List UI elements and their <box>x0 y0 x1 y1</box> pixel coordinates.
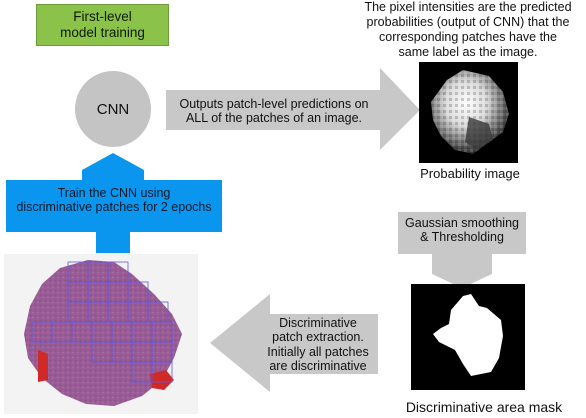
extraction-arrow <box>210 294 378 392</box>
cnn-node: CNN <box>75 71 151 147</box>
predict-line-2: ALL of the patches of an image. <box>185 111 363 126</box>
title-line-1: First-level <box>73 8 132 24</box>
mask-image <box>411 284 525 390</box>
train-arrow <box>6 153 222 253</box>
pixel-note-line-1: The pixel intensities are the predicted <box>364 0 572 14</box>
predict-line-1: Outputs patch-level predictions on <box>179 97 369 111</box>
train-arrow-text: Train the CNN using discriminative patch… <box>6 186 222 215</box>
probability-caption: Probability image <box>420 166 520 181</box>
smoothing-arrow <box>398 212 526 288</box>
extraction-line-1: Discriminative <box>279 316 357 330</box>
probability-image-graphic <box>431 70 509 154</box>
smoothing-line-1: Gaussian smoothing <box>405 216 519 230</box>
train-line-1: Train the CNN using <box>57 186 171 200</box>
pixel-note: The pixel intensities are the predicted … <box>350 0 586 60</box>
cnn-label: CNN <box>96 100 130 118</box>
smoothing-line-2: & Thresholding <box>420 230 504 245</box>
predict-arrow-text: Outputs patch-level predictions on ALL o… <box>168 97 380 126</box>
pixel-note-line-4: same label as the image. <box>398 45 538 59</box>
smoothing-arrow-text: Gaussian smoothing & Thresholding <box>398 216 526 245</box>
pixel-note-line-3: corresponding patches have the <box>379 30 557 44</box>
mask-image-graphic <box>433 294 503 376</box>
pixel-note-line-2: probabilities (output of CNN) that the <box>366 15 570 29</box>
title-box: First-level model training <box>36 4 169 46</box>
extraction-line-3: Initially all patches <box>267 344 369 359</box>
mask-caption: Discriminative area mask <box>405 399 563 415</box>
extraction-line-2: patch extraction. <box>272 330 364 345</box>
train-line-2: discriminative patches for 2 epochs <box>16 200 212 215</box>
extraction-line-4: are discriminative <box>269 359 367 374</box>
tissue-slide-image <box>4 254 198 414</box>
title-line-2: model training <box>60 25 145 40</box>
predict-arrow <box>166 68 420 150</box>
probability-image <box>419 62 518 163</box>
patch-grid <box>31 261 173 383</box>
extraction-arrow-text: Discriminative patch extraction. Initial… <box>262 316 374 374</box>
tissue-slide-graphic <box>24 260 182 406</box>
